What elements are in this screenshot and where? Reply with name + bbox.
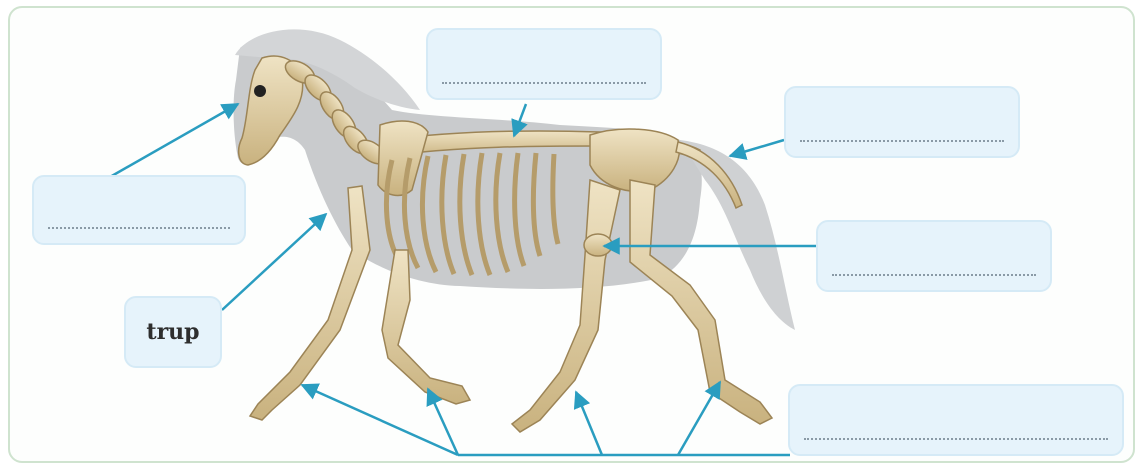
label-legs-text [790,386,1122,454]
label-box-torso[interactable]: trup [124,296,222,368]
eye-socket [254,85,266,97]
label-tail-text [786,88,1018,156]
label-box-legs[interactable] [788,384,1124,456]
label-box-head[interactable] [32,175,246,245]
arrow-leg-3 [576,392,602,455]
label-box-spine[interactable] [426,28,662,100]
label-box-hip[interactable] [816,220,1052,292]
arrow-head [110,104,238,177]
label-torso-text: trup [126,298,220,366]
label-hip-text [818,222,1050,290]
front-leg-left [250,186,370,420]
label-spine-text [428,30,660,98]
label-head-text [34,177,244,243]
arrow-tail [730,140,784,156]
arrow-leg-4 [678,382,720,455]
label-box-tail[interactable] [784,86,1020,158]
